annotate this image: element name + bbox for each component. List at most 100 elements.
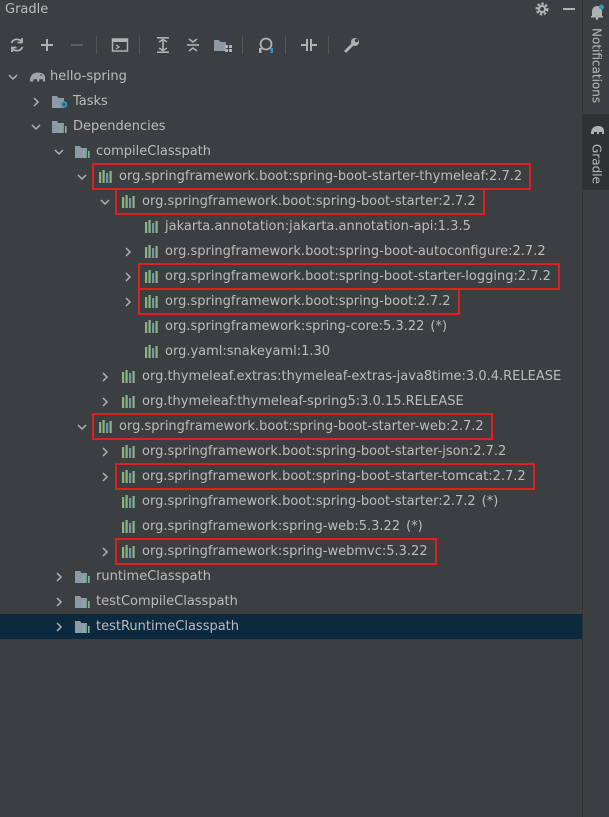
chevron-right-icon[interactable] xyxy=(98,545,112,559)
elephant-icon xyxy=(28,69,46,85)
tree-node[interactable]: org.springframework:spring-webmvc:5.3.22 xyxy=(0,538,582,565)
tree-node-label: Tasks xyxy=(73,94,108,109)
gradle-tab[interactable]: Gradle xyxy=(583,114,609,190)
tree-node-label: org.thymeleaf.extras:thymeleaf-extras-ja… xyxy=(142,369,562,384)
gradle-tab-label: Gradle xyxy=(589,144,604,184)
lib-icon xyxy=(97,419,115,435)
tree-node[interactable]: testCompileClasspath xyxy=(0,589,582,614)
tree-node[interactable]: org.yaml:snakeyaml:1.30 xyxy=(0,339,582,364)
tree-node-label: testRuntimeClasspath xyxy=(96,619,240,634)
chevron-right-icon[interactable] xyxy=(98,445,112,459)
tree-node[interactable]: compileClasspath xyxy=(0,139,582,164)
tree-node[interactable]: org.springframework.boot:spring-boot-sta… xyxy=(0,463,582,490)
add-icon[interactable] xyxy=(34,32,60,58)
highlight-box xyxy=(115,538,437,565)
notifications-tab[interactable]: Notifications xyxy=(583,0,609,108)
notifications-tab-label: Notifications xyxy=(589,28,604,104)
lib-icon xyxy=(120,394,138,410)
toggle-offline-icon[interactable] xyxy=(296,32,322,58)
chevron-right-icon[interactable] xyxy=(98,370,112,384)
chevron-down-icon[interactable] xyxy=(75,170,89,184)
tree-node[interactable]: runtimeClasspath xyxy=(0,564,582,589)
tree-node[interactable]: org.springframework:spring-core:5.3.22(*… xyxy=(0,314,582,339)
folder-lib-icon xyxy=(74,569,92,585)
remove-icon xyxy=(64,32,90,58)
tree-node[interactable]: testRuntimeClasspath xyxy=(0,614,582,639)
folder-lib-icon xyxy=(74,594,92,610)
tree-node-label: org.springframework.boot:spring-boot:2.7… xyxy=(165,294,451,309)
chevron-down-icon[interactable] xyxy=(6,70,20,84)
tree-node[interactable]: hello-spring xyxy=(0,64,582,89)
omitted-marker: (*) xyxy=(481,494,499,509)
highlight-box xyxy=(115,463,535,490)
tree-node[interactable]: org.thymeleaf:thymeleaf-spring5:3.0.15.R… xyxy=(0,389,582,414)
chevron-down-icon[interactable] xyxy=(98,195,112,209)
tree-node[interactable]: org.springframework.boot:spring-boot-sta… xyxy=(0,489,582,514)
chevron-down-icon[interactable] xyxy=(52,145,66,159)
collapse-all-icon[interactable] xyxy=(180,32,206,58)
lib-icon xyxy=(143,319,161,335)
gradle-toolbar xyxy=(0,31,582,59)
group-modules-icon[interactable] xyxy=(210,32,236,58)
folder-lib-icon xyxy=(51,119,69,135)
expand-all-icon[interactable] xyxy=(150,32,176,58)
lib-icon xyxy=(120,194,138,210)
chevron-right-icon[interactable] xyxy=(52,620,66,634)
tool-window-title: Gradle xyxy=(5,2,49,17)
highlight-box xyxy=(115,188,485,215)
tree-node-label: hello-spring xyxy=(50,69,127,84)
tree-node[interactable]: jakarta.annotation:jakarta.annotation-ap… xyxy=(0,214,582,239)
tree-node[interactable]: org.springframework:spring-web:5.3.22 (*) xyxy=(0,514,582,539)
lib-icon xyxy=(143,269,161,285)
highlight-box xyxy=(92,163,532,190)
tree-node[interactable]: org.springframework.boot:spring-boot-sta… xyxy=(0,188,582,215)
lib-icon xyxy=(143,219,161,235)
omitted-marker: (*) xyxy=(430,319,448,334)
tree-node[interactable]: org.springframework.boot:spring-boot-sta… xyxy=(0,263,582,290)
lib-icon xyxy=(120,444,138,460)
tree-node[interactable]: org.springframework.boot:spring-boot-sta… xyxy=(0,439,582,464)
settings-wrench-icon[interactable] xyxy=(339,32,365,58)
toolbar-separator xyxy=(96,36,97,54)
chevron-right-icon[interactable] xyxy=(52,570,66,584)
tree-node[interactable]: org.springframework.boot:spring-boot-aut… xyxy=(0,239,582,264)
chevron-down-icon[interactable] xyxy=(29,120,43,134)
tree-node-label: jakarta.annotation:jakarta.annotation-ap… xyxy=(165,219,471,234)
chevron-right-icon[interactable] xyxy=(121,245,135,259)
lib-icon xyxy=(120,369,138,385)
tree-node-label: org.yaml:snakeyaml:1.30 xyxy=(165,344,331,359)
tree-node[interactable]: org.springframework.boot:spring-boot-sta… xyxy=(0,413,582,440)
toolbar-separator xyxy=(285,36,286,54)
chevron-down-icon[interactable] xyxy=(75,420,89,434)
lib-icon xyxy=(120,519,138,535)
tree-node[interactable]: org.springframework.boot:spring-boot-sta… xyxy=(0,163,582,190)
lib-icon xyxy=(120,469,138,485)
lib-icon xyxy=(97,169,115,185)
chevron-right-icon[interactable] xyxy=(29,95,43,109)
minimize-icon[interactable] xyxy=(562,2,576,20)
chevron-right-icon[interactable] xyxy=(52,595,66,609)
tree-node-label: org.springframework:spring-web:5.3.22 xyxy=(142,519,401,534)
tree-node[interactable]: Dependencies xyxy=(0,114,582,139)
chevron-right-icon[interactable] xyxy=(121,295,135,309)
tree-node-label: Dependencies xyxy=(73,119,166,134)
tree-node-label: org.springframework.boot:spring-boot-sta… xyxy=(119,169,523,184)
highlight-box xyxy=(92,413,493,440)
folder-lib-icon xyxy=(74,144,92,160)
tree-node-label: org.springframework.boot:spring-boot-sta… xyxy=(142,444,507,459)
chevron-right-icon[interactable] xyxy=(98,470,112,484)
execute-task-icon[interactable] xyxy=(107,32,133,58)
lib-icon xyxy=(143,294,161,310)
analyze-dependencies-icon[interactable] xyxy=(253,32,279,58)
folder-lib-icon xyxy=(74,619,92,635)
tree-node[interactable]: org.springframework.boot:spring-boot:2.7… xyxy=(0,288,582,315)
settings-gear-icon[interactable] xyxy=(534,1,550,21)
tree-node-label: org.thymeleaf:thymeleaf-spring5:3.0.15.R… xyxy=(142,394,464,409)
tree-node[interactable]: org.thymeleaf.extras:thymeleaf-extras-ja… xyxy=(0,364,582,389)
refresh-icon[interactable] xyxy=(4,32,30,58)
chevron-right-icon[interactable] xyxy=(121,270,135,284)
omitted-marker: (*) xyxy=(406,519,423,534)
tree-node[interactable]: Tasks xyxy=(0,89,582,114)
chevron-right-icon[interactable] xyxy=(98,395,112,409)
